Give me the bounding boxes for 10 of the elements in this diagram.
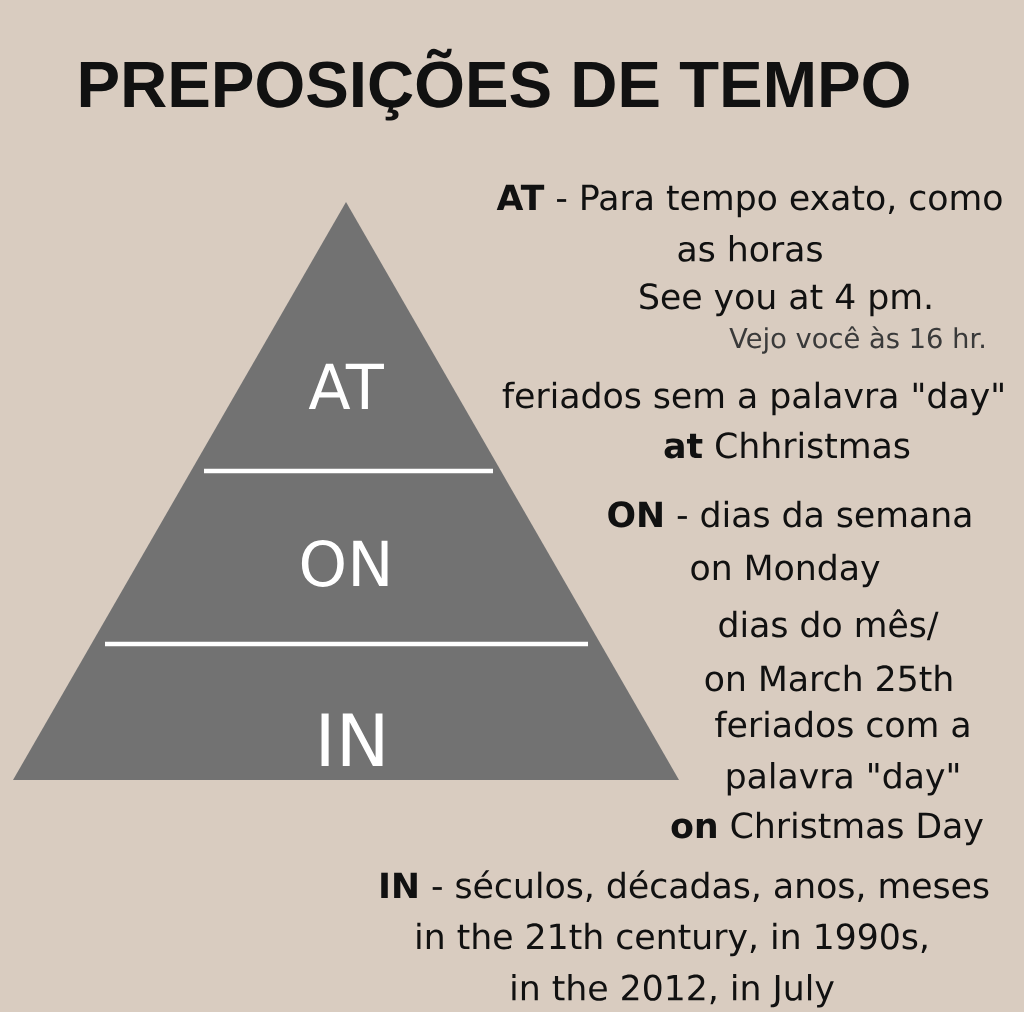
example-sentence: on Christmas Day [671, 811, 983, 846]
example-sentence: on Monday [691, 553, 880, 588]
pyramid-level: IN [13, 644, 679, 780]
title: PREPOSIÇÕES DE TEMPO [80, 48, 909, 121]
example-sentence: See you at 4 pm. [640, 283, 931, 317]
rule-text: feriados com a palavra "day" [715, 710, 969, 796]
example-sentence: in the 21th century, in 1990s, in the 2012, in July [417, 922, 927, 1008]
translation-text: Vejo você às 16 hr. [729, 326, 984, 354]
pyramid-level: ON [91, 471, 601, 644]
rule-text: IN - séculos, décadas, anos, meses [381, 870, 989, 903]
